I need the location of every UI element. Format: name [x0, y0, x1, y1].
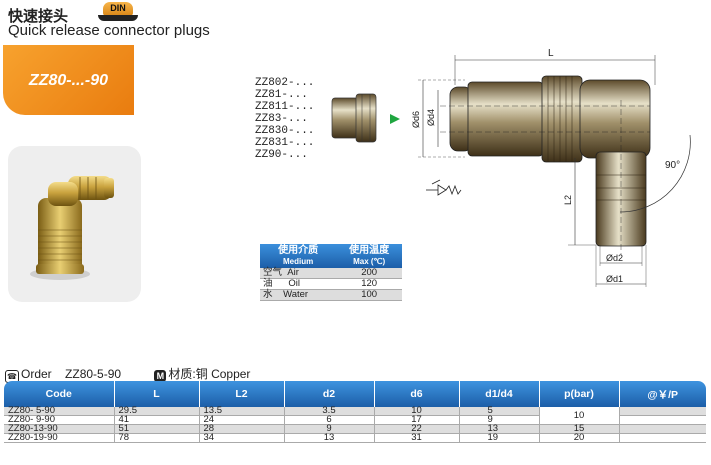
price-cell	[619, 415, 706, 425]
pressure-cell: 15	[539, 424, 620, 434]
table-row: 水 Water 100	[260, 289, 402, 301]
col-header-price: @￥/P	[619, 381, 706, 407]
table-row: 空气 Air 200	[260, 268, 402, 279]
title-chinese: 快速接头	[8, 7, 69, 25]
price-cell	[619, 407, 706, 416]
pressure-cell: 10	[539, 407, 620, 425]
col-header-L: L	[114, 381, 200, 407]
code-item: ZZ802-...	[255, 77, 315, 89]
compatible-codes-list: ZZ802-... ZZ81-... ZZ811-... ZZ83-... ZZ…	[255, 77, 314, 161]
price-cell	[619, 424, 706, 434]
technical-drawing: Ød6 Ød4 L 90° L2 Ød2 Ød1	[331, 48, 691, 287]
connector-drawing-icon	[440, 75, 651, 255]
dim-d1-label: Ød1	[606, 274, 623, 284]
dim-L-label: L	[548, 48, 554, 59]
table-row: 油 Oil 120	[260, 278, 402, 290]
title-english: Quick release connector plugs	[8, 22, 210, 39]
spec-table: Code L L2 d2 d6 d1/d4 p(bar) @￥/P ZZ80- …	[4, 381, 706, 443]
dim-L2-label: L2	[563, 195, 573, 205]
model-code: ZZ80-...-90	[28, 72, 109, 89]
product-photo	[8, 146, 141, 302]
col-header-d1d4: d1/d4	[459, 381, 540, 407]
dim-d2-label: Ød2	[606, 253, 623, 263]
code-item: ZZ81-...	[255, 89, 308, 101]
col-header-d6: d6	[374, 381, 460, 407]
code-item: ZZ90-...	[255, 149, 308, 161]
table-row: ZZ80- 9-90 41 24 6 17 9	[4, 415, 706, 425]
plug-icon	[331, 93, 377, 143]
din-badge-base	[98, 15, 138, 21]
material-label: 材质:铜 Copper	[168, 367, 251, 381]
table-row: ZZ80- 5-90 29.5 13.5 3.5 10 5 10	[4, 406, 706, 425]
table-row: ZZ80-19-90 78 34 13 31 19 20	[4, 433, 706, 443]
dim-angle-label: 90°	[665, 160, 680, 171]
col-header-L2: L2	[199, 381, 285, 407]
dim-d6-label: Ød6	[411, 111, 421, 128]
connector-photo-icon	[30, 176, 114, 280]
arrow-right-icon	[390, 114, 400, 124]
order-example: ZZ80-5-90	[65, 367, 122, 381]
table-row: ZZ80-13-90 51 28 9 22 13 15	[4, 424, 706, 434]
model-banner: ZZ80-...-90	[3, 45, 134, 115]
dim-d4-label: Ød4	[426, 109, 436, 126]
col-header-code: Code	[4, 381, 115, 407]
code-item: ZZ830-...	[255, 125, 315, 137]
order-label: Order	[21, 367, 52, 381]
material-icon: M	[154, 370, 167, 382]
pressure-cell: 20	[539, 433, 620, 443]
col-header-d2: d2	[284, 381, 375, 407]
code-item: ZZ831-...	[255, 137, 315, 149]
price-cell	[619, 433, 706, 443]
code-item: ZZ83-...	[255, 113, 308, 125]
col-header-pressure: p(bar)	[539, 381, 620, 407]
check-valve-icon	[426, 179, 462, 196]
code-item: ZZ811-...	[255, 101, 315, 113]
din-badge: DIN	[103, 2, 133, 16]
